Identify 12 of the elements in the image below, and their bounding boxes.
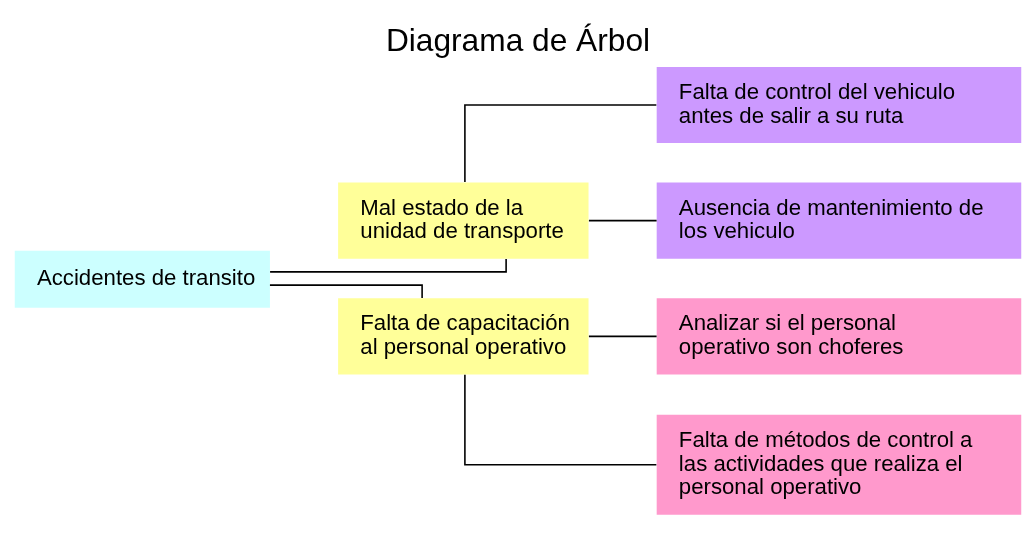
node-box: Accidentes de transito — [14, 250, 270, 308]
connector — [588, 219, 658, 221]
node-box: Falta de métodos de control a las actividades que realiza el personal operativo — [656, 414, 1022, 515]
connector — [464, 103, 658, 183]
connector — [464, 373, 658, 466]
node-box: Mal estado de la unidad de transporte — [338, 182, 589, 259]
connector — [588, 335, 658, 337]
node-box: Analizar si el personal operativo son choferes — [656, 297, 1022, 374]
node-box: Ausencia de mantenimiento de los vehiculo — [656, 182, 1022, 259]
node-box: Falta de control del vehiculo antes de salir a su ruta — [656, 66, 1022, 143]
node-box: Falta de capacitación al personal operativo — [338, 297, 589, 374]
diagram-title: Diagrama de Árbol — [385, 21, 651, 58]
